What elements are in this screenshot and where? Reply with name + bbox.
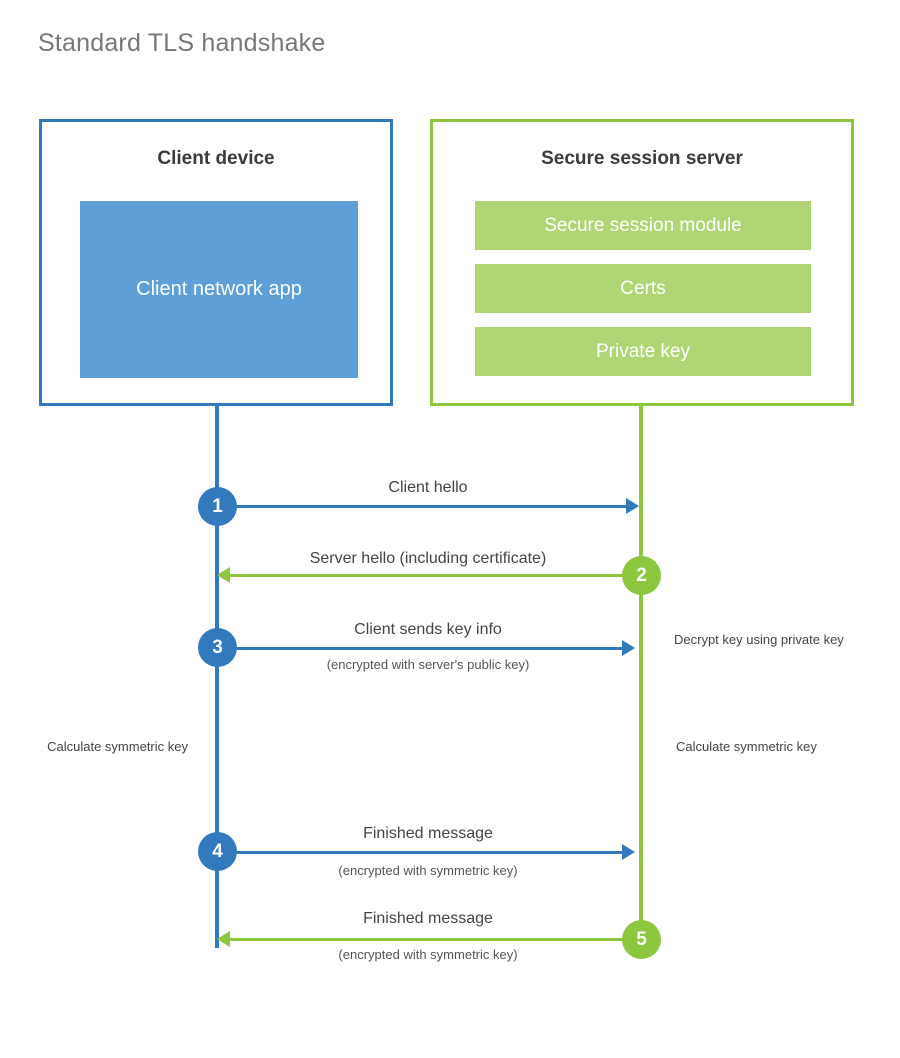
secure-session-server-box: Secure session server Secure session mod… (430, 119, 854, 406)
step-2-arrow-head-icon (217, 567, 230, 583)
client-network-app-block: Client network app (80, 201, 358, 378)
step-4-marker[interactable]: 4 (198, 832, 237, 871)
client-lifeline (215, 403, 219, 948)
step-5-marker[interactable]: 5 (622, 920, 661, 959)
step-2-marker[interactable]: 2 (622, 556, 661, 595)
step-3-marker[interactable]: 3 (198, 628, 237, 667)
step-1-label: Client hello (388, 479, 468, 496)
secure-session-server-title: Secure session server (541, 148, 743, 169)
server-component-certs: Certs (475, 264, 811, 313)
step-5-label: Finished message (363, 910, 493, 927)
step-1-marker[interactable]: 1 (198, 487, 237, 526)
step-3-arrow-head-icon (622, 640, 635, 656)
step-4-sublabel: (encrypted with symmetric key) (338, 863, 518, 878)
client-device-box: Client device Client network app (39, 119, 393, 406)
server-component-private-key: Private key (475, 327, 811, 376)
step-4-arrow-line (217, 851, 625, 854)
server-component-secure-session-module: Secure session module (475, 201, 811, 250)
step-5-sublabel: (encrypted with symmetric key) (338, 947, 518, 962)
server-lifeline (639, 403, 643, 940)
annotation-client-calculate-symmetric-key: Calculate symmetric key (47, 739, 188, 754)
step-3-sublabel: (encrypted with server's public key) (326, 657, 530, 672)
step-2-label: Server hello (including certificate) (309, 550, 547, 567)
step-5-arrow-line (227, 938, 632, 941)
step-1-arrow-line (217, 505, 630, 508)
step-5-arrow-head-icon (217, 931, 230, 947)
step-2-arrow-line (227, 574, 632, 577)
step-3-arrow-line (217, 647, 625, 650)
page-title: Standard TLS handshake (38, 29, 326, 57)
step-4-arrow-head-icon (622, 844, 635, 860)
client-device-title: Client device (157, 148, 275, 169)
annotation-server-calculate-symmetric-key: Calculate symmetric key (676, 739, 817, 754)
step-1-arrow-head-icon (626, 498, 639, 514)
step-4-label: Finished message (363, 825, 493, 842)
annotation-server-decrypt: Decrypt key using private key (674, 632, 844, 647)
step-3-label: Client sends key info (354, 621, 502, 638)
